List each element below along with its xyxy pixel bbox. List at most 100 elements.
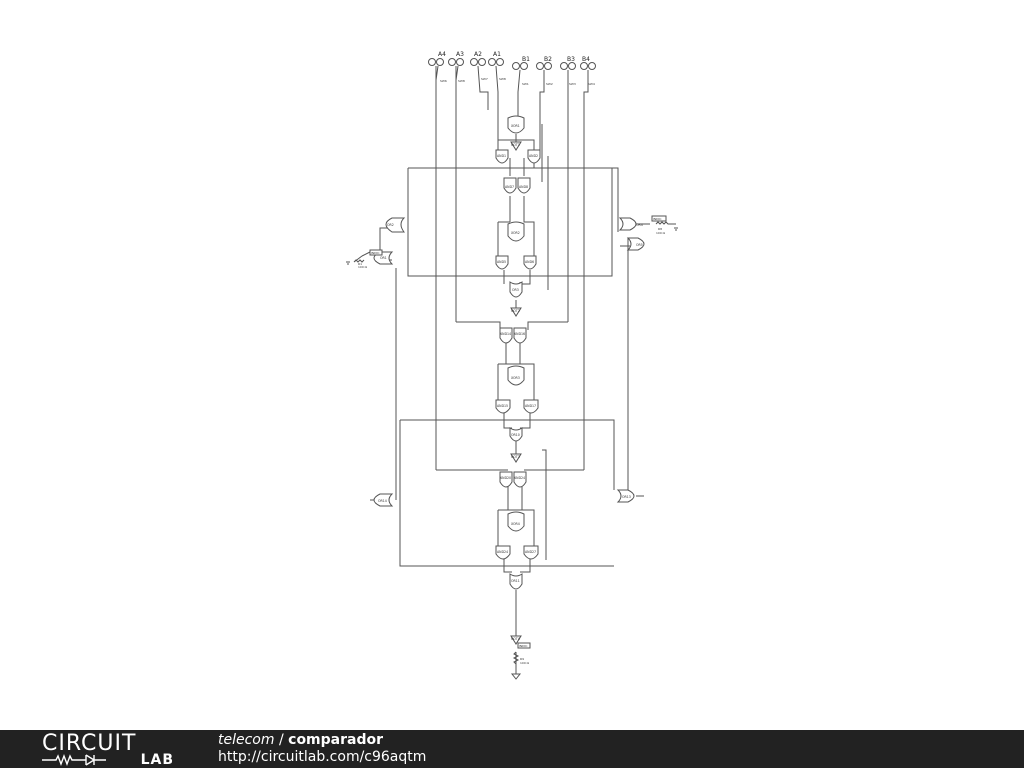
input-a1[interactable]: A1 SW8 xyxy=(488,51,506,81)
switch-icon xyxy=(456,58,464,66)
logo-text-top: CIRCUIT xyxy=(42,731,137,756)
switch-icon xyxy=(536,62,544,70)
switch-icon xyxy=(436,58,444,66)
svg-text:OR1: OR1 xyxy=(380,256,387,260)
input-label-b1: B1 xyxy=(522,56,530,63)
svg-text:INDIC: INDIC xyxy=(653,217,661,221)
breadcrumb-separator: / xyxy=(274,732,289,748)
switch-label: SW2 xyxy=(546,82,553,86)
not-gate-icon[interactable]: NOT2 xyxy=(510,307,522,317)
and-gate-icon[interactable]: AND17 xyxy=(523,399,539,414)
svg-text:AND24: AND24 xyxy=(514,476,525,480)
and-gate-icon[interactable]: AND15 xyxy=(495,399,511,414)
or-gate-icon[interactable]: OR5 xyxy=(626,237,645,251)
svg-text:OR5: OR5 xyxy=(636,243,643,247)
input-b1[interactable]: B1 SW1 xyxy=(512,56,531,86)
output-left[interactable]: INDIC R1 100 Ω xyxy=(346,249,383,269)
svg-text:AND6: AND6 xyxy=(525,260,534,264)
svg-text:AND24: AND24 xyxy=(497,550,508,554)
and-gate-icon[interactable]: AND7 xyxy=(503,177,517,194)
switch-icon xyxy=(560,62,568,70)
or-gate-icon[interactable]: OR4 xyxy=(618,217,643,231)
switch-icon xyxy=(488,58,496,66)
or-gate-icon[interactable]: OR14 xyxy=(373,493,394,507)
svg-text:AND14: AND14 xyxy=(500,332,511,336)
svg-text:AND8: AND8 xyxy=(519,185,528,189)
svg-text:AND27: AND27 xyxy=(525,550,536,554)
svg-text:AND16: AND16 xyxy=(514,332,525,336)
circuit-url[interactable]: http://circuitlab.com/c96aqtm xyxy=(218,749,427,765)
and-gate-icon[interactable]: AND24 xyxy=(495,545,511,560)
xor-gate-icon[interactable]: XOR4 xyxy=(507,511,525,532)
svg-text:100 Ω: 100 Ω xyxy=(656,231,666,235)
circuitlab-logo[interactable]: CIRCUIT LAB xyxy=(42,733,182,767)
and-gate-icon[interactable]: AND6 xyxy=(523,255,537,270)
svg-text:OR2: OR2 xyxy=(387,223,394,227)
input-a3[interactable]: A3 SW8 xyxy=(448,51,465,83)
input-a4[interactable]: A4 SW6 xyxy=(428,51,447,83)
svg-text:NOT1: NOT1 xyxy=(511,143,520,147)
switch-icon xyxy=(496,58,504,66)
switch-icon xyxy=(478,58,486,66)
svg-text:100 Ω: 100 Ω xyxy=(520,661,530,665)
input-b2[interactable]: B2 SW2 xyxy=(536,56,553,86)
or-gate-icon[interactable]: OR13 xyxy=(616,489,635,503)
svg-text:AND20: AND20 xyxy=(500,476,511,480)
svg-text:AND7: AND7 xyxy=(505,185,514,189)
switch-icon xyxy=(428,58,436,66)
input-label-b4: B4 xyxy=(582,56,590,63)
xor-gate-icon[interactable]: XOR1 xyxy=(507,115,525,134)
ground-icon xyxy=(510,673,522,680)
input-b4[interactable]: B4 SW4 xyxy=(580,56,596,86)
input-b3[interactable]: B3 SW3 xyxy=(560,56,576,86)
switch-label: SW1 xyxy=(522,82,529,86)
svg-text:OR3: OR3 xyxy=(512,288,519,292)
circuit-title[interactable]: comparador xyxy=(288,732,384,748)
svg-text:AND1: AND1 xyxy=(497,154,506,158)
or-gate-icon[interactable]: OR2 xyxy=(385,217,406,233)
not-gate-icon[interactable]: NOT1 xyxy=(510,141,522,151)
xor-gate-icon[interactable]: XOR3 xyxy=(507,365,525,386)
switch-label: SW8 xyxy=(499,77,506,81)
and-gate-icon[interactable]: AND24 xyxy=(513,471,527,488)
input-a2[interactable]: A2 SW7 xyxy=(470,51,488,81)
and-gate-icon[interactable]: AND16 xyxy=(513,327,527,344)
svg-text:AND15: AND15 xyxy=(497,404,508,408)
svg-text:R8: R8 xyxy=(658,227,662,231)
and-gate-icon[interactable]: AND2 xyxy=(527,149,541,164)
switch-label: SW7 xyxy=(481,77,488,81)
and-gate-icon[interactable]: AND14 xyxy=(499,327,513,344)
or-gate-icon[interactable]: OR10 xyxy=(509,427,523,442)
switch-label: SW6 xyxy=(440,79,447,83)
switch-icon xyxy=(588,62,596,70)
and-gate-icon[interactable]: AND20 xyxy=(499,471,513,488)
svg-text:OR11: OR11 xyxy=(511,579,520,583)
or-gate-icon[interactable]: OR3 xyxy=(509,281,523,298)
svg-text:INDIC: INDIC xyxy=(371,251,379,255)
and-gate-icon[interactable]: AND1 xyxy=(495,149,509,164)
not-gate-icon[interactable]: NOT4 xyxy=(510,635,522,645)
or-gate-icon[interactable]: OR11 xyxy=(509,573,523,590)
ground-icon xyxy=(346,261,350,265)
owner-link[interactable]: telecom xyxy=(218,732,275,748)
and-gate-icon[interactable]: AND27 xyxy=(523,545,539,560)
switch-icon xyxy=(520,62,528,70)
switch-label: SW3 xyxy=(569,82,576,86)
input-label-a4: A4 xyxy=(438,51,446,58)
switch-icon xyxy=(470,58,478,66)
xor-gate-icon[interactable]: XOR2 xyxy=(507,221,525,242)
switch-icon xyxy=(512,62,520,70)
and-gate-icon[interactable]: AND5 xyxy=(495,255,509,270)
indicator-icon xyxy=(651,215,667,222)
schematic-canvas: A4 SW6 A3 SW8 A2 SW7 A1 SW8 B1 SW1 xyxy=(346,51,678,680)
not-gate-icon[interactable]: NOT3 xyxy=(510,453,522,463)
switch-icon xyxy=(448,58,456,66)
input-label-b3: B3 xyxy=(567,56,575,63)
svg-text:R1: R1 xyxy=(358,262,362,266)
output-bottom[interactable]: INDIC R9 100 Ω xyxy=(510,642,531,680)
and-gate-icon[interactable]: AND8 xyxy=(517,177,531,194)
output-right[interactable]: INDIC R8 100 Ω xyxy=(651,215,678,235)
resistor-icon xyxy=(353,251,371,263)
input-label-a3: A3 xyxy=(456,51,464,58)
svg-text:XOR4: XOR4 xyxy=(511,522,520,526)
